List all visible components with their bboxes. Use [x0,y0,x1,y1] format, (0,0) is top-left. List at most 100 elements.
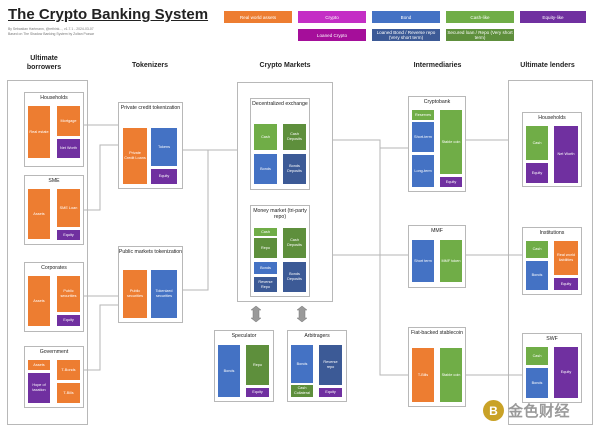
swf-frame [522,333,582,403]
legend-loaned-bond: Loaned Bond / Reverse repo (Very short t… [372,29,440,41]
lender-net-worth-box: Net Worth [554,126,578,183]
cryptobank-long-term-box: Long-term [412,155,434,187]
institutions-cash-box: Cash [526,241,548,258]
households-lender-frame [522,112,582,187]
fiat-stablecoin-title: Fiat-backed stablecoin [411,330,463,336]
corporates-title: Corporates [41,265,67,271]
government-title: Government [39,349,69,355]
watermark-text: 金色财经 [508,403,571,420]
mm-repo-box: Repo [254,238,277,258]
speculator-repo-box: Repo [246,345,269,385]
arbitrageurs-bonds-box: Bonds [291,345,313,383]
tokenized-securities-box: Tokenized securities [151,270,177,318]
cryptobank-frame [408,96,466,192]
watermark-logo-icon: B [483,400,504,421]
swf-equity-box: Equity [554,347,578,398]
money-market-title: Money market (tri-party repo) [253,208,307,220]
public-tokenizer-frame [118,246,183,323]
private-tokens-box: Tokens [151,128,177,166]
speculator-frame [214,330,274,402]
legend-real-world-assets: Real world assets [224,11,292,23]
cryptobank-reserves-box: Reserves [412,110,434,120]
legend-crypto: Crypto [298,11,366,23]
arbitrageurs-title: Arbitragers [304,333,330,339]
sme-equity-box: Equity [57,230,80,240]
mm-cash-deposits-box: Cash Deposits [283,228,306,258]
mm-bonds-box: Bonds [254,262,277,274]
column-ultimate-borrowers: Ultimate borrowers [26,55,62,71]
cryptobank-title: Cryptobank [423,99,451,105]
mm-cash-box: Cash [254,228,277,236]
dex-cash-deposits-box: Cash Deposits [283,124,306,150]
mmf-frame [408,225,466,288]
dex-bonds-box: Bonds [254,154,277,184]
private-tokenizer-frame [118,102,183,189]
mmf-token-box: MMF token [440,240,462,282]
swf-cash-box: Cash [526,347,548,365]
speculator-equity-box: Equity [246,388,269,397]
byline-line1: By Sebastian Hartmann, @rethink..., v1.7… [8,27,94,31]
institutions-title: Institutions [539,230,565,236]
legend-loaned-crypto: Loaned Crypto [298,29,366,41]
households-lender-title: Households [538,115,566,121]
lenders-frame [508,80,593,425]
private-tokenizer-title: Private credit tokenization [120,105,181,111]
government-tbills-box: T-Bills [57,383,80,403]
mmf-title: MMF [431,228,443,234]
real-estate-box: Real estate [28,106,50,158]
crypto-markets-frame [237,82,333,302]
tbonds-box: T-Bonds [57,360,80,380]
speculator-title: Speculator [231,333,257,339]
dex-bonds-deposits-box: Bonds Deposits [283,154,306,184]
dex-cash-box: Cash [254,124,277,150]
public-tokenizer-title: Public markets tokenization [118,249,183,255]
tokenizer-public-securities-box: Public securities [123,270,147,318]
fiat-stable-coin-box: Stable coin [440,348,462,402]
mortgage-box: Mortgage [57,106,80,136]
private-credit-loans-box: Private Credit Loans [123,128,147,184]
cryptobank-stable-coin-box: Stable coin [440,110,462,174]
sme-frame [24,175,84,245]
government-assets-box: Assets [28,360,50,370]
column-ultimate-lenders: Ultimate lenders [520,62,575,69]
arbitrageurs-frame [287,330,347,402]
corporates-assets-box: Assets [28,276,50,326]
swf-title: SWF [546,336,558,342]
money-market-frame [250,205,310,297]
dex-title: Decentralized exchange [252,101,308,107]
arbitrageurs-reverse-repo-box: Reverse repo [319,345,342,385]
households-borrower-frame [24,92,84,167]
page-title: The Crypto Banking System [8,6,209,23]
sme-title: SME [48,178,60,184]
borrower-net-worth-box: Net Worth [57,139,80,158]
cryptobank-short-term-box: Short-term [412,122,434,152]
watermark: B 金色财经 [483,400,570,421]
byline-line2: Based on The Shadow Banking System by Zo… [8,31,95,36]
sme-assets-box: Assets [28,189,50,239]
institutions-frame [522,227,582,295]
households-borrower-title: Households [40,95,68,101]
public-securities-box: Public securities [57,276,80,312]
cash-collateral-box: Cash Collateral [291,385,313,397]
institutions-equity-box: Equity [554,278,578,290]
mm-bonds-deposits-box: Bonds Deposits [283,262,306,292]
lender-cash-box: Cash [526,126,548,160]
legend-secured-loan: Secured loan / Repo (Very short term) [446,29,514,41]
real-world-liabilities-box: Real world liabilities [554,241,578,275]
borrowers-frame [7,80,88,425]
mmf-short-term-box: Short term [412,240,434,282]
cryptobank-equity-box: Equity [440,177,462,187]
byline: By Sebastian Hartmann, @rethink..., v1.7… [8,27,94,36]
hope-of-taxation-box: Hope of taxation [28,373,50,403]
sme-loan-box: SME Loan [57,189,80,227]
legend-equity-like: Equity-like [520,11,586,23]
swf-bonds-box: Bonds [526,368,548,398]
fiat-stablecoin-frame [408,327,466,407]
column-intermediaries: Intermediaries [413,62,462,69]
mm-reverse-repo-box: Reverse Repo [254,277,277,292]
institutions-bonds-box: Bonds [526,261,548,290]
corporates-equity-box: Equity [57,315,80,326]
government-frame [24,346,84,408]
column-crypto-markets: Crypto Markets [259,62,311,69]
speculator-bonds-box: Bonds [218,345,240,397]
